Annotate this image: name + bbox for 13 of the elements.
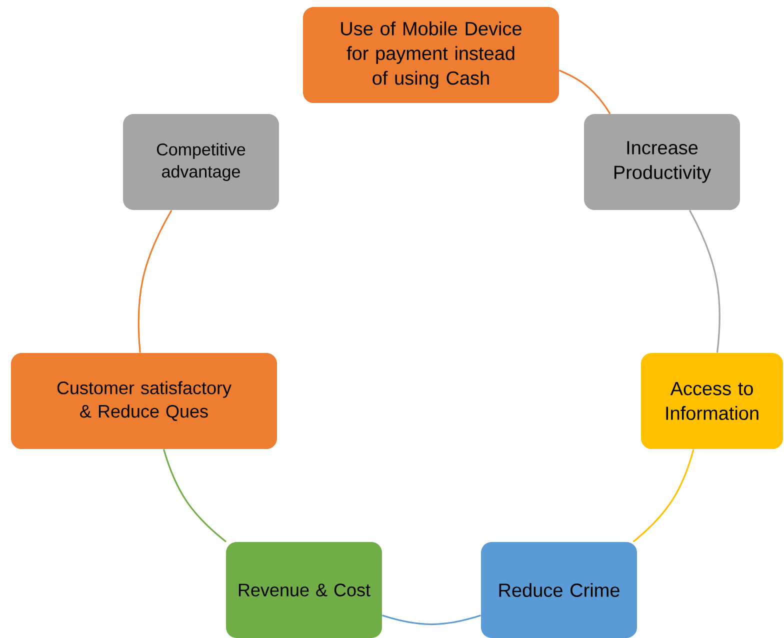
process-box: Increase Productivity bbox=[584, 114, 740, 210]
process-box: Access to Information bbox=[641, 353, 784, 449]
connector-arc bbox=[632, 449, 694, 542]
connector-arc bbox=[382, 614, 481, 626]
process-box: Revenue & Cost bbox=[226, 542, 382, 638]
process-box: Reduce Crime bbox=[481, 542, 638, 638]
connector-arc bbox=[558, 70, 611, 114]
connector-arc bbox=[688, 210, 720, 353]
process-box: Competitive advantage bbox=[123, 114, 279, 210]
connector-arc bbox=[162, 449, 227, 542]
connector-arc bbox=[138, 210, 172, 353]
process-box: Use of Mobile Device for payment instead of using Cash bbox=[303, 7, 559, 103]
process-box: Customer satisfactory & Reduce Ques bbox=[11, 353, 277, 449]
